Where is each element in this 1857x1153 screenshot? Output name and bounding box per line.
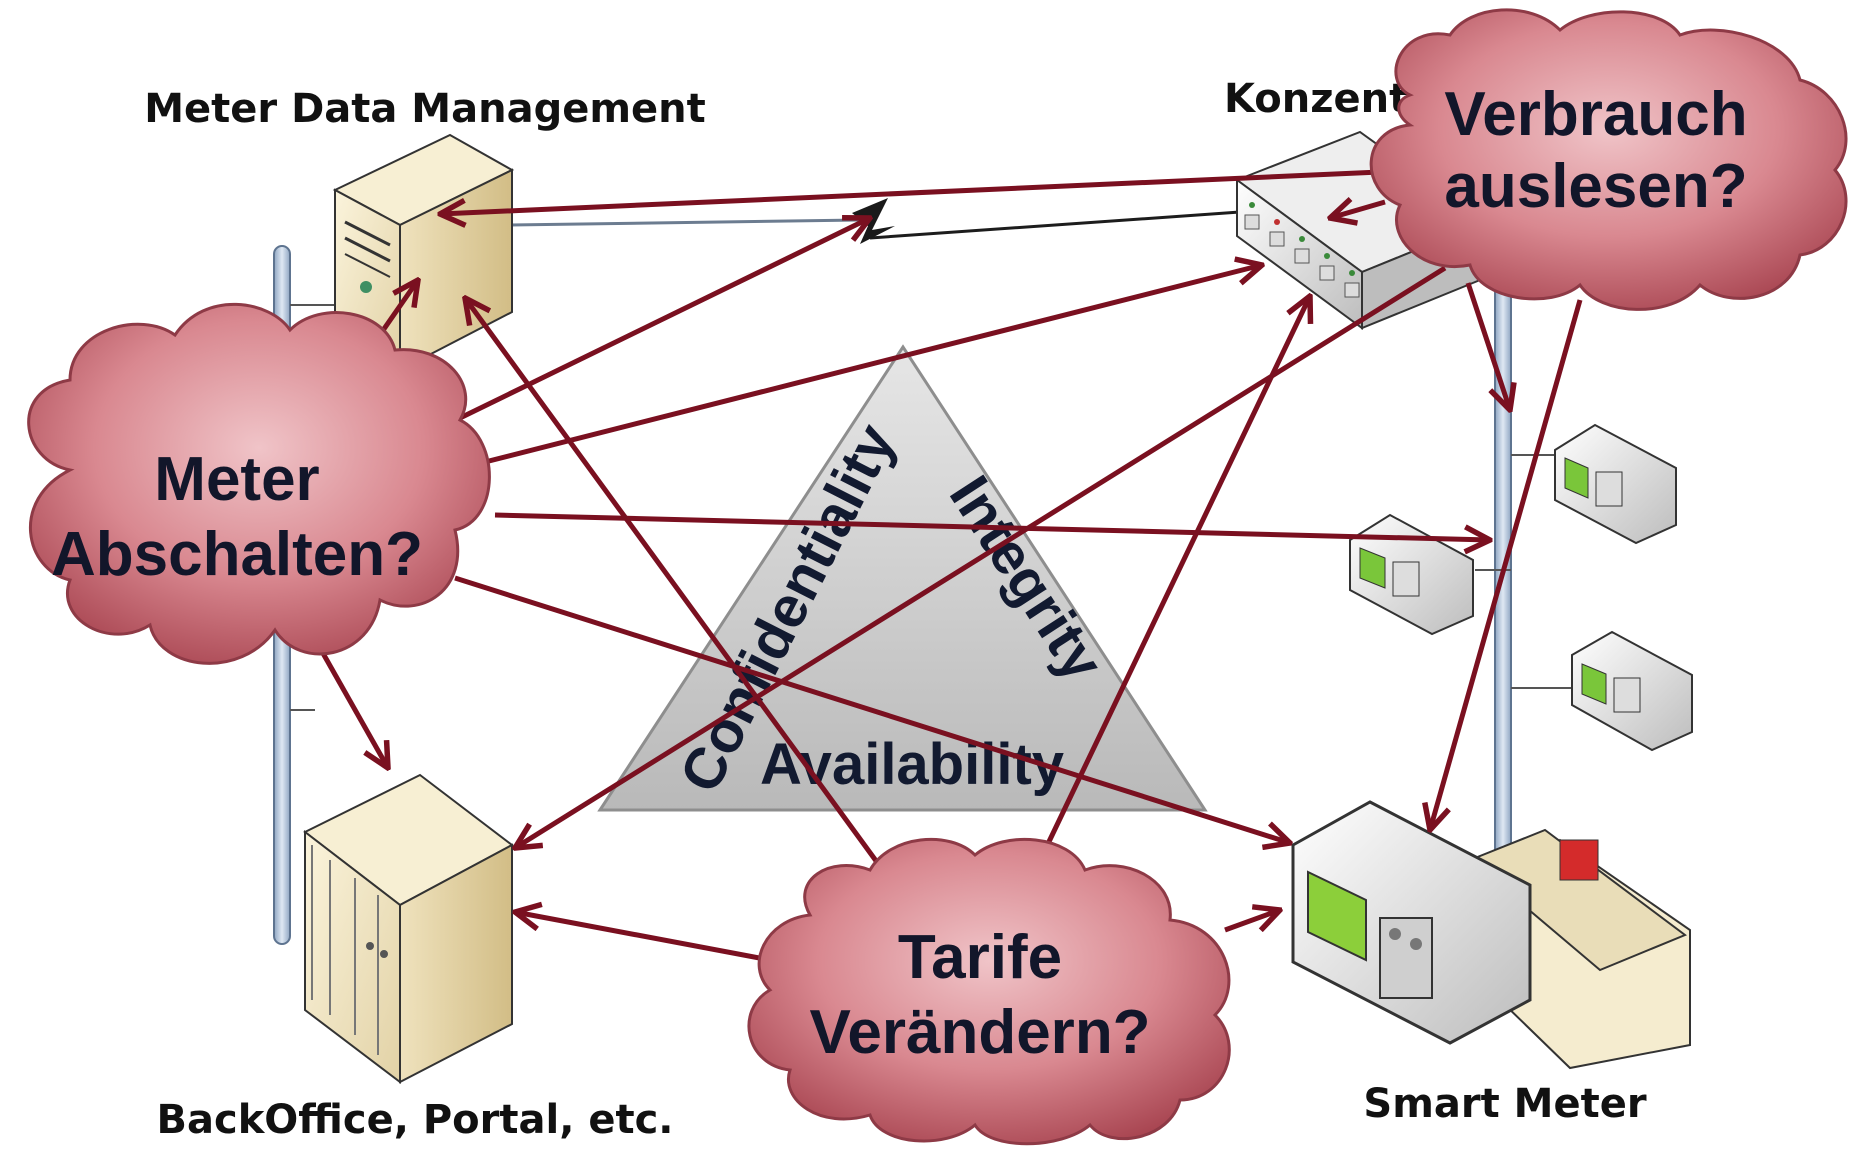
cia-availability: Availability	[760, 732, 1064, 797]
arrow-tarife-to-smartmeter	[1224, 910, 1280, 933]
cloud-verbrauch-line2: auslesen?	[1444, 152, 1747, 221]
threat-cloud-meter-abschalten: Meter Abschalten?	[27, 302, 491, 665]
threat-cloud-verbrauch: Verbrauch auslesen?	[1369, 8, 1848, 311]
mdm-label: Meter Data Management	[144, 86, 706, 132]
cloud-meter-line2: Abschalten?	[51, 520, 423, 589]
small-meter-2	[1349, 513, 1474, 636]
arrow-verbrauch-to-smartmeter	[1430, 299, 1583, 830]
arrow-meter-to-bus	[494, 512, 1490, 540]
arrow-meter-to-backoffice	[317, 646, 388, 768]
arrow-concentrator-to-backoffice	[515, 265, 1447, 848]
triangle-shape	[597, 344, 1208, 812]
small-meter-1	[1554, 423, 1677, 545]
arrow-verbrauch-to-concentrator	[1330, 202, 1386, 218]
cloud-meter-line1: Meter	[154, 445, 319, 514]
cloud-tarife-line2: Verändern?	[809, 998, 1150, 1067]
cloud-verbrauch-line1: Verbrauch	[1444, 80, 1747, 149]
arrow-verbrauch-to-bus	[1465, 282, 1510, 410]
arrow-verbrauch-to-mdm	[440, 169, 1381, 214]
backoffice-server	[303, 773, 514, 1085]
smart-meter-device	[1291, 800, 1532, 1045]
house-icon	[1468, 828, 1691, 1070]
arrow-meter-to-concentrator	[484, 265, 1262, 465]
arrow-tarife-to-concentrator	[1042, 296, 1310, 852]
arrow-meter-to-bolt	[458, 218, 870, 421]
cloud-tarife-line1: Tarife	[898, 923, 1062, 992]
arrow-tarife-to-mdm	[465, 298, 893, 882]
smart-meter-label: Smart Meter	[1363, 1081, 1646, 1127]
arrow-meter-to-smartmeter	[454, 575, 1290, 843]
backoffice-label: BackOffice, Portal, etc.	[157, 1097, 674, 1143]
small-meter-3	[1571, 630, 1693, 752]
threat-cloud-tarife: Tarife Verändern?	[747, 837, 1231, 1146]
arrow-tarife-to-backoffice	[515, 912, 771, 963]
attack-arrows	[317, 169, 1583, 963]
